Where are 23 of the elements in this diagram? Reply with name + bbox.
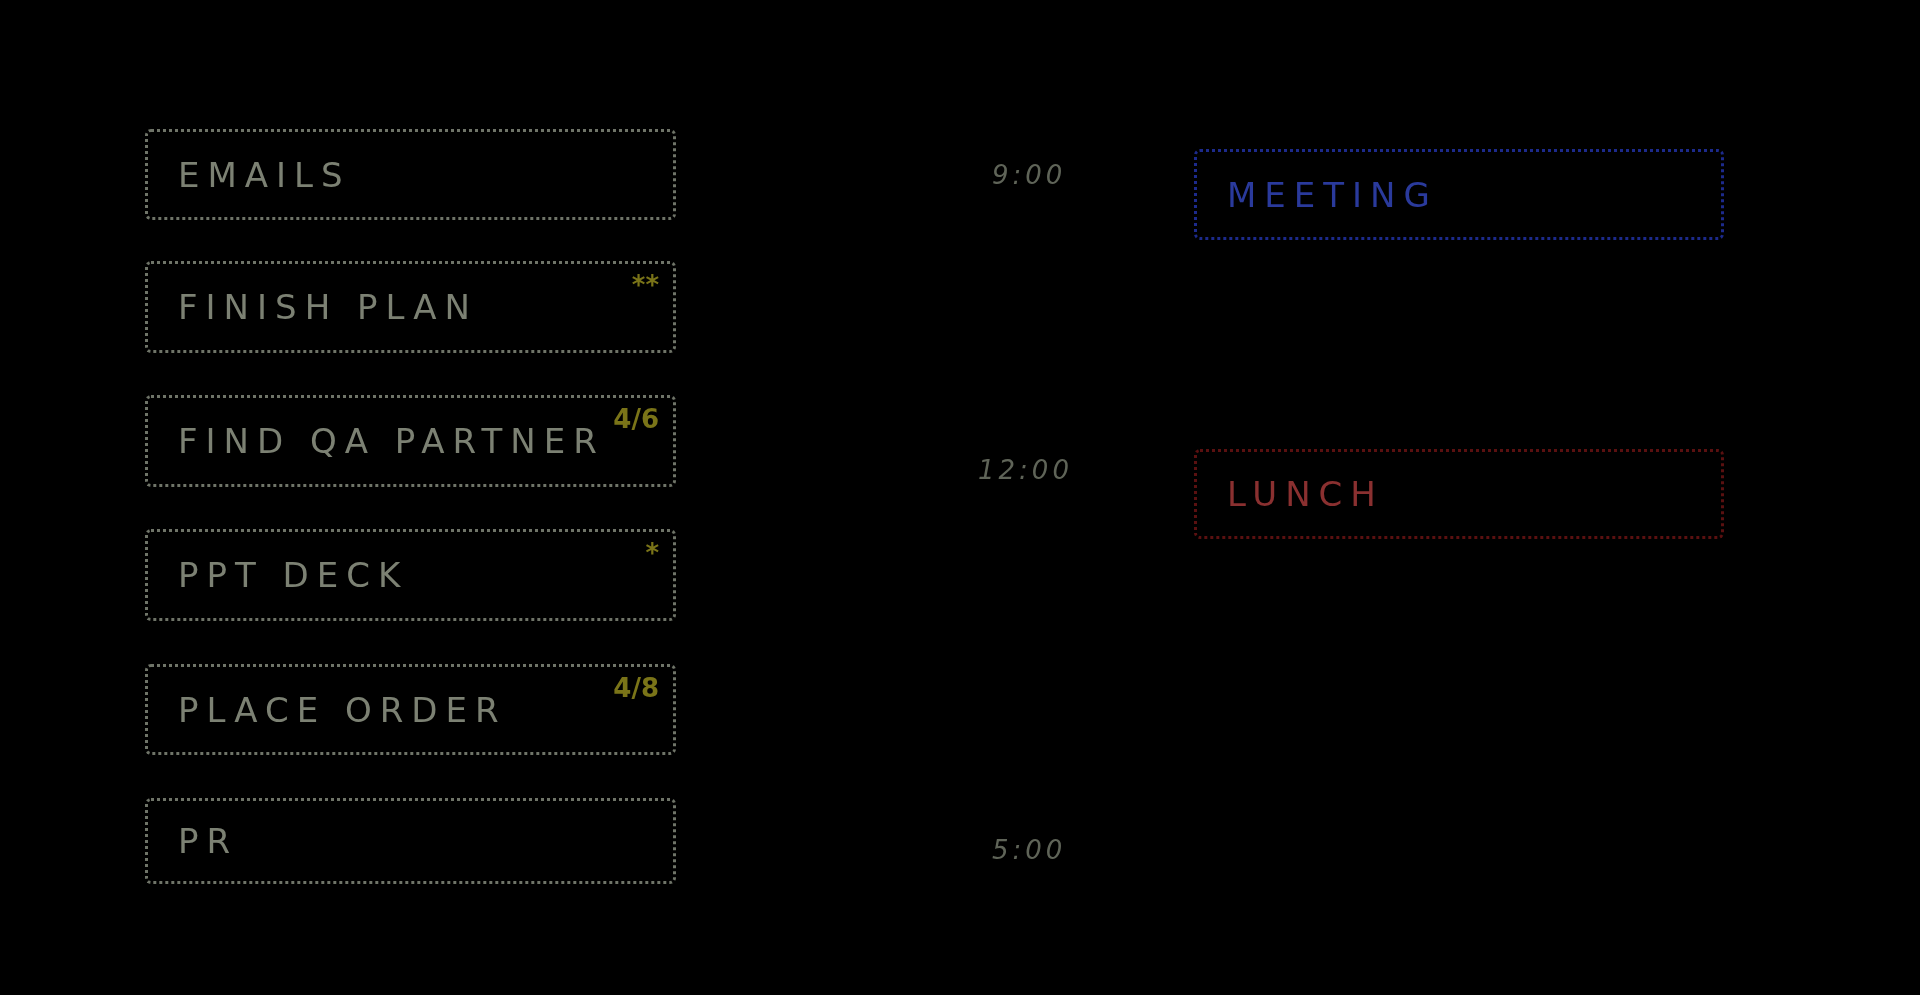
calendar-event-box (1194, 149, 1724, 240)
time-label: 5:00 (992, 835, 1067, 865)
task-label: FINISH PLAN (178, 287, 478, 327)
task-label: FIND QA PARTNER (178, 421, 605, 461)
priority-mark: 4/6 (613, 404, 659, 434)
priority-mark: * (645, 538, 659, 568)
task-box (145, 798, 676, 884)
task-label: EMAILS (178, 154, 351, 195)
time-label: 9:00 (992, 160, 1067, 190)
task-box (145, 529, 676, 621)
task-box (145, 129, 676, 220)
task-box (145, 395, 676, 487)
priority-mark: ** (631, 270, 659, 300)
task-label: LUNCH (1227, 474, 1384, 514)
task-label: MEETING (1227, 174, 1438, 215)
priority-mark: 4/8 (613, 673, 659, 703)
time-label: 12:00 (978, 455, 1073, 485)
task-label: PLACE ORDER (178, 689, 507, 730)
task-box (145, 261, 676, 353)
task-label: PPT DECK (178, 555, 409, 595)
task-box (145, 664, 676, 755)
calendar-event-box (1194, 449, 1724, 539)
task-label: PR (178, 821, 239, 861)
